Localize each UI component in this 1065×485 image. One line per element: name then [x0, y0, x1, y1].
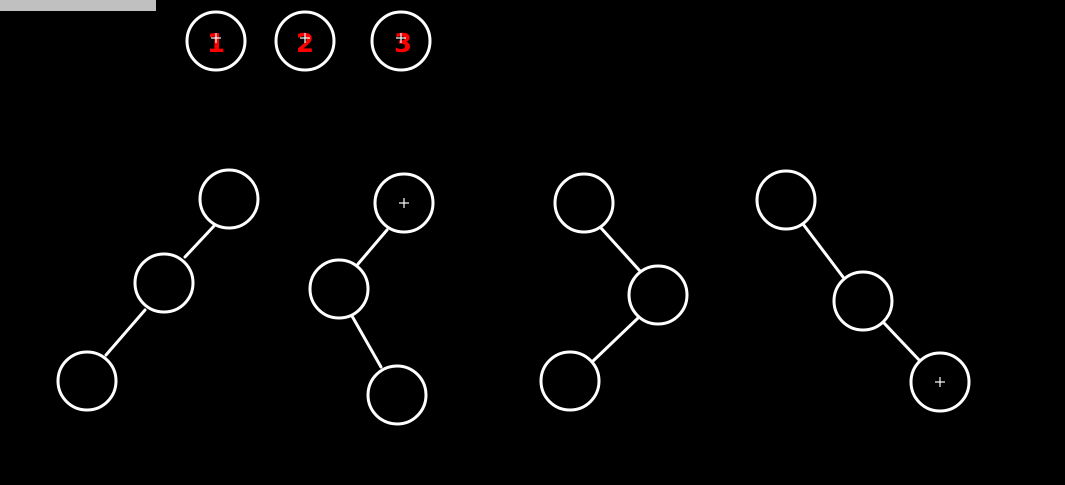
tree-3-middle-slot[interactable] [627, 264, 689, 326]
token-1[interactable]: 1 [185, 10, 247, 72]
top-left-gray-bar [0, 0, 156, 11]
crosshair-icon [300, 33, 310, 43]
tree-3-leaf-slot[interactable] [539, 350, 601, 412]
tree-2-edge-2 [350, 314, 383, 369]
tree-2-leaf-slot[interactable] [366, 364, 428, 426]
tree-3-edge-2 [590, 316, 640, 364]
tree-4-root-slot[interactable] [755, 169, 817, 231]
crosshair-icon [399, 198, 409, 208]
tree-3-root-slot[interactable] [553, 172, 615, 234]
token-2-label: 2 [296, 29, 314, 59]
tree-4 [755, 169, 971, 413]
tree-4-middle-slot[interactable] [832, 270, 894, 332]
tree-2-edge-1 [356, 228, 389, 266]
tree-1-middle-slot[interactable] [133, 252, 195, 314]
token-2[interactable]: 2 [274, 10, 336, 72]
tree-4-edge-1 [801, 222, 845, 279]
tree-1-root-slot[interactable] [198, 168, 260, 230]
tree-4-edge-2 [882, 321, 923, 364]
tree-1-edge-1 [183, 224, 216, 259]
tree-1-edge-2 [104, 308, 147, 357]
crosshair-icon [935, 377, 945, 387]
token-3[interactable]: 3 [370, 10, 432, 72]
tree-3 [539, 172, 689, 412]
crosshair-icon [396, 33, 406, 43]
tree-2 [308, 172, 435, 426]
tree-3-edge-1 [599, 226, 642, 273]
crosshair-icon [211, 33, 221, 43]
tree-2-middle-slot[interactable] [308, 258, 370, 320]
token-3-label: 3 [394, 29, 412, 59]
token-1-label: 1 [207, 29, 225, 59]
tree-1-leaf-slot[interactable] [56, 350, 118, 412]
tree-1 [56, 168, 260, 412]
